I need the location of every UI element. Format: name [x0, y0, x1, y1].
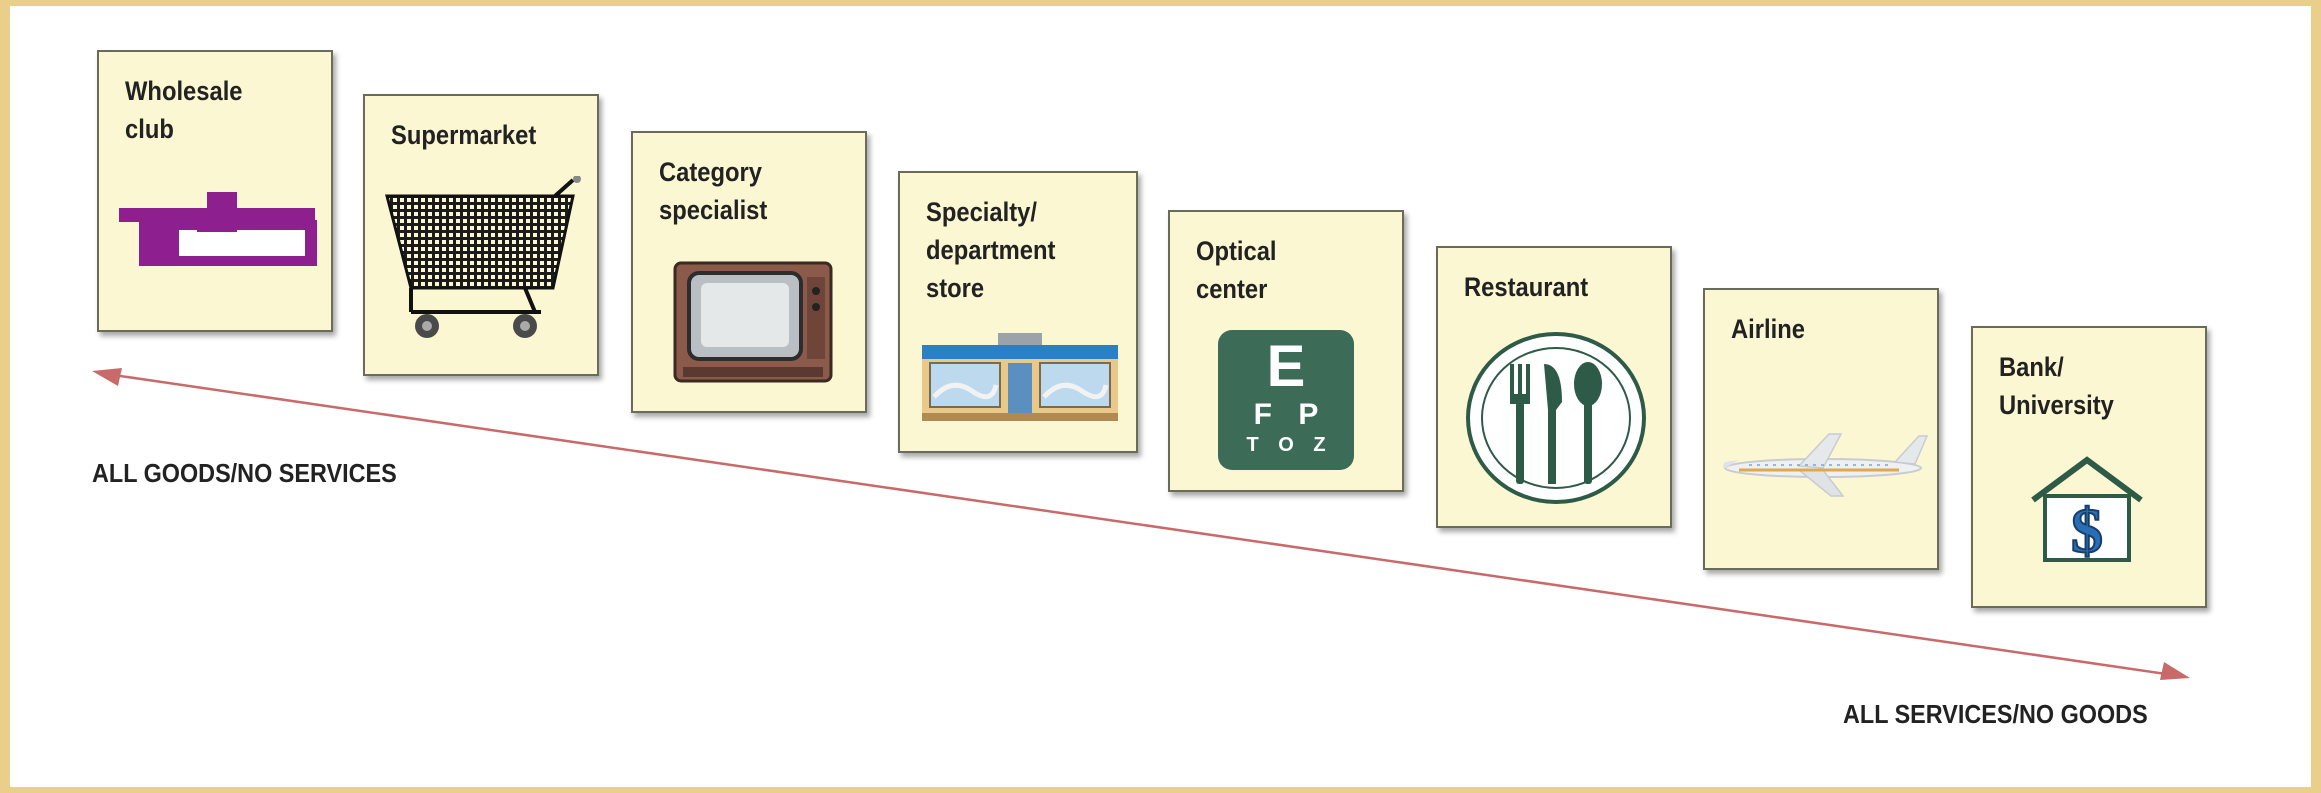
shopping-cart-icon [385, 176, 581, 338]
card-label: Category specialist [659, 157, 768, 225]
plate-utensils-icon [1466, 332, 1646, 504]
card-bank-university: Bank/ University $ [1971, 326, 2207, 608]
dollar-symbol: $ [2071, 495, 2103, 564]
card-label: Specialty/ department store [926, 197, 1056, 303]
card-category-specialist: Category specialist [631, 131, 867, 413]
arrow-head-right [2160, 662, 2190, 680]
storefront-icon [922, 333, 1118, 421]
eye-chart-icon: E F P T O Z [1218, 330, 1354, 470]
airplane-icon [1723, 433, 1929, 497]
right-axis-label: ALL SERVICES/NO GOODS [1843, 699, 2148, 729]
bank-dollar-icon: $ [2031, 456, 2143, 564]
eye-chart-line-3: T O Z [1246, 434, 1326, 456]
card-optical-center: Optical center E F P T O Z [1168, 210, 1404, 492]
eye-chart-line-2: F P [1253, 398, 1319, 431]
eye-chart-line-1: E [1266, 334, 1306, 399]
card-label: Wholesale club [125, 76, 243, 144]
card-supermarket: Supermarket [363, 94, 599, 376]
television-icon [673, 261, 833, 383]
left-axis-label: ALL GOODS/NO SERVICES [92, 458, 397, 488]
card-label: Bank/ University [1999, 352, 2114, 420]
card-airline: Airline [1703, 288, 1939, 570]
card-label: Optical center [1196, 236, 1277, 304]
arrow-head-left [92, 368, 122, 386]
card-restaurant: Restaurant [1436, 246, 1672, 528]
card-wholesale-club: Wholesale club [97, 50, 333, 332]
building-icon [119, 192, 317, 266]
card-label: Supermarket [391, 120, 537, 150]
card-label: Airline [1731, 314, 1805, 344]
card-label: Restaurant [1464, 272, 1589, 302]
card-specialty-department-store: Specialty/ department store [898, 171, 1138, 453]
